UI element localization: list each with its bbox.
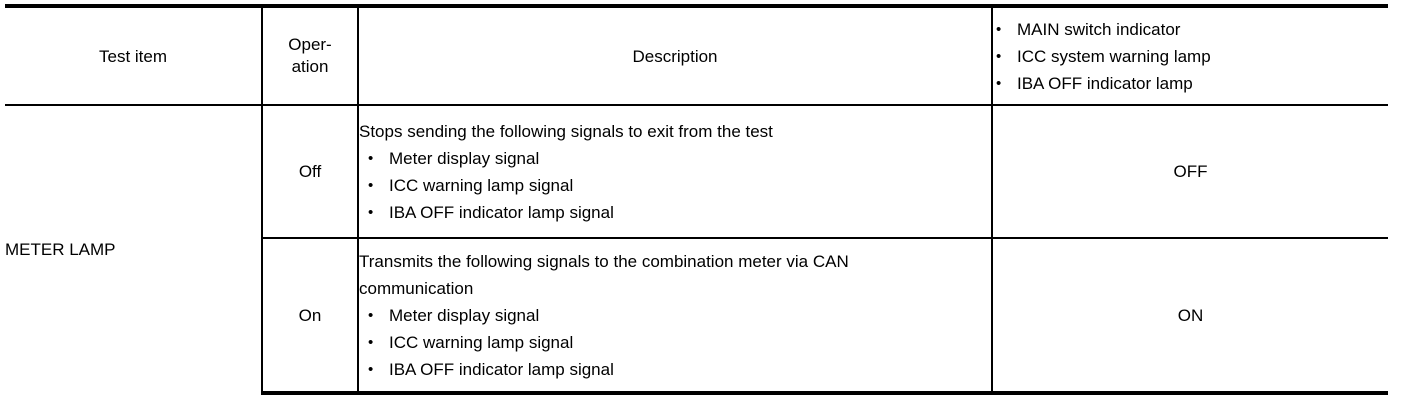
- list-item: • ICC system warning lamp: [993, 43, 1388, 70]
- bullet-icon: •: [368, 149, 374, 167]
- list-item: • IBA OFF indicator lamp signal: [365, 199, 991, 226]
- description-signal-list: • Meter display signal • ICC warning lam…: [359, 302, 991, 383]
- list-item-label: ICC warning lamp signal: [389, 175, 574, 195]
- bullet-icon: •: [368, 360, 374, 378]
- bullet-icon: •: [996, 74, 1002, 92]
- description-lead: Stops sending the following signals to e…: [359, 121, 773, 141]
- list-item-label: ICC system warning lamp: [1017, 46, 1211, 66]
- header-test-item: Test item: [5, 4, 263, 106]
- header-indicators: • MAIN switch indicator • ICC system war…: [992, 4, 1388, 106]
- list-item-label: MAIN switch indicator: [1017, 19, 1181, 39]
- list-item-label: IBA OFF indicator lamp signal: [389, 202, 614, 222]
- cell-operation-off: Off: [262, 105, 359, 239]
- list-item-label: IBA OFF indicator lamp: [1017, 73, 1193, 93]
- header-operation-line1: Oper-: [288, 34, 332, 54]
- list-item-label: Meter display signal: [389, 305, 540, 325]
- bullet-icon: •: [368, 333, 374, 351]
- cell-operation-on: On: [262, 238, 359, 395]
- list-item: • ICC warning lamp signal: [365, 172, 991, 199]
- bullet-icon: •: [996, 47, 1002, 65]
- cell-test-item-meter-lamp: METER LAMP: [5, 105, 263, 393]
- list-item: • Meter display signal: [365, 145, 991, 172]
- bullet-icon: •: [996, 20, 1002, 38]
- header-description: Description: [358, 4, 993, 106]
- bullet-icon: •: [368, 306, 374, 324]
- list-item: • IBA OFF indicator lamp: [993, 70, 1388, 97]
- table-header-row: Test item Oper- ation Description • MAIN…: [5, 4, 1388, 106]
- table-row: METER LAMP Off Stops sending the followi…: [5, 105, 1388, 393]
- cell-indicator-state-on: ON: [992, 238, 1388, 395]
- header-operation-line2: ation: [291, 57, 329, 76]
- list-item-label: Meter display signal: [389, 148, 540, 168]
- table-row: On Transmits the following signals to th…: [5, 238, 1388, 395]
- header-operation: Oper- ation: [262, 4, 359, 106]
- bullet-icon: •: [368, 176, 374, 194]
- description-lead: Transmits the following signals to the c…: [359, 251, 849, 298]
- header-indicator-list: • MAIN switch indicator • ICC system war…: [993, 16, 1388, 97]
- list-item: • Meter display signal: [365, 302, 991, 329]
- list-item-label: ICC warning lamp signal: [389, 332, 574, 352]
- bullet-icon: •: [368, 203, 374, 221]
- list-item: • ICC warning lamp signal: [365, 329, 991, 356]
- cell-indicator-state-off: OFF: [992, 105, 1388, 239]
- description-signal-list: • Meter display signal • ICC warning lam…: [359, 145, 991, 226]
- list-item: • MAIN switch indicator: [993, 16, 1388, 43]
- cell-description-off: Stops sending the following signals to e…: [358, 105, 993, 239]
- list-item-label: IBA OFF indicator lamp signal: [389, 359, 614, 379]
- list-item: • IBA OFF indicator lamp signal: [365, 356, 991, 383]
- diagnosis-test-mode-table: Test item Oper- ation Description • MAIN…: [5, 4, 1388, 395]
- cell-description-on: Transmits the following signals to the c…: [358, 238, 993, 395]
